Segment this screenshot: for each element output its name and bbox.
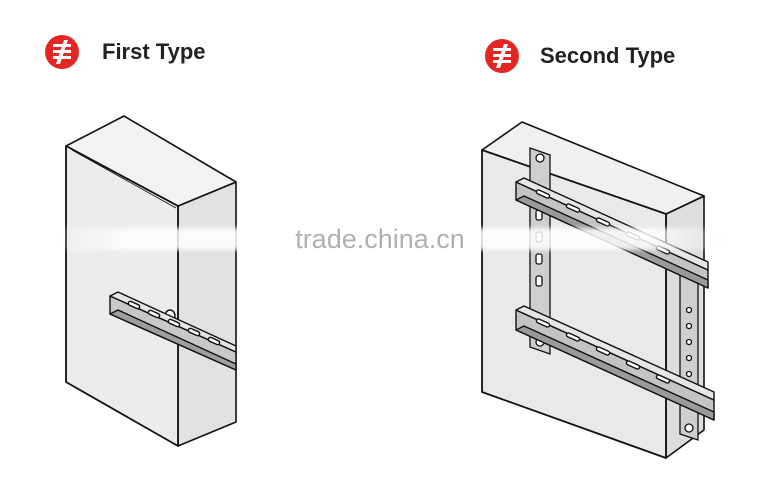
first-type-heading: First Type <box>44 34 206 70</box>
first-type-enclosure-illustration <box>65 115 237 447</box>
right-mounting-bracket <box>679 257 699 441</box>
second-type-label: Second Type <box>540 43 676 68</box>
red-logo-badge-icon <box>45 35 79 69</box>
second-type-heading: Second Type <box>484 38 675 74</box>
red-logo-badge-icon <box>485 39 519 73</box>
second-type-enclosure-illustration <box>481 121 715 459</box>
lower-din-rail <box>515 305 715 421</box>
watermark-text: trade.china.cn <box>295 223 465 254</box>
enclosure-side-panel <box>177 181 237 447</box>
din-rail <box>109 291 237 371</box>
first-type-label: First Type <box>102 39 206 64</box>
